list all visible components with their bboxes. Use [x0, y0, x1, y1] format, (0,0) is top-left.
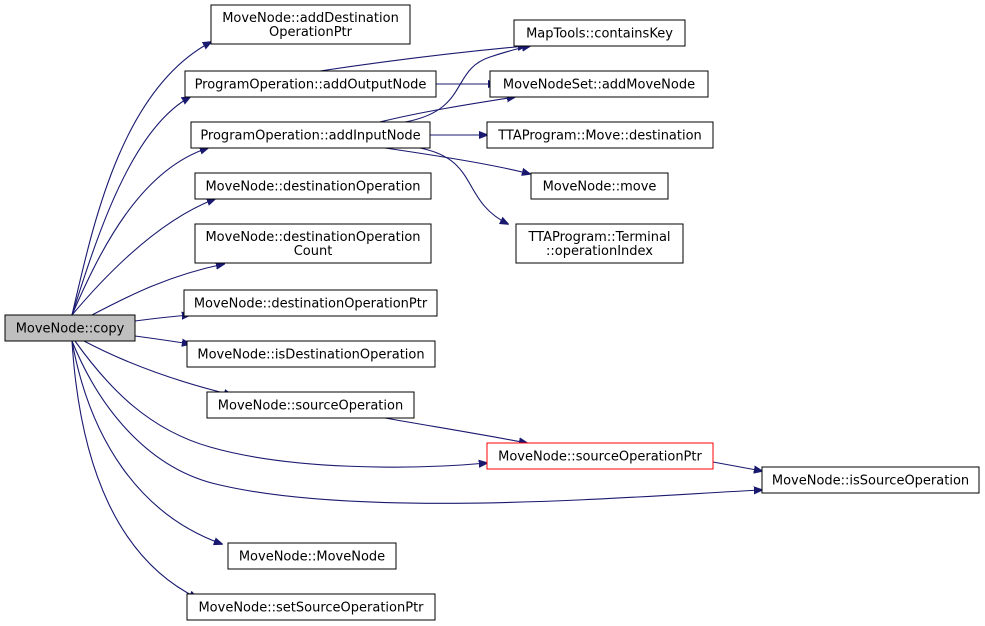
node-setSourceOperationPtr[interactable]: MoveNode::setSourceOperationPtr	[186, 593, 436, 621]
edge-addInputNode-to-containsKey	[404, 46, 530, 123]
node-label: Count	[294, 244, 333, 259]
node-box	[489, 70, 709, 98]
node-label: MapTools::containsKey	[526, 27, 673, 42]
edge-copy-to-moveNodeCtor	[71, 340, 222, 544]
node-destinationOperation[interactable]: MoveNode::destinationOperation	[194, 172, 432, 200]
edge-copy-to-addInputNode	[71, 148, 208, 316]
node-box	[530, 172, 669, 200]
edge-copy-to-destinationOperationPtr	[134, 315, 190, 322]
node-box	[515, 223, 684, 264]
node-box	[194, 223, 432, 264]
node-box	[210, 4, 411, 45]
node-label: MoveNode::sourceOperation	[218, 399, 403, 414]
node-isSourceOperation[interactable]: MoveNode::isSourceOperation	[761, 466, 980, 494]
edge-sourceOperationPtr-to-isSourceOperation	[712, 461, 762, 471]
node-label: MoveNode::move	[543, 180, 657, 195]
node-box	[486, 121, 714, 149]
node-operationIndex[interactable]: TTAProgram::Terminal::operationIndex	[515, 223, 684, 264]
node-label: MoveNode::destinationOperationPtr	[194, 297, 428, 312]
node-box	[183, 289, 438, 317]
node-label: OperationPtr	[269, 25, 353, 40]
edge-sourceOperation-to-sourceOperationPtr	[384, 417, 527, 443]
node-label: ProgramOperation::addOutputNode	[195, 78, 427, 93]
node-box	[486, 442, 714, 470]
edge-copy-to-isDestinationOperation	[134, 335, 190, 344]
node-box	[186, 340, 436, 368]
node-addMoveNode[interactable]: MoveNodeSet::addMoveNode	[489, 70, 709, 98]
edge-addInputNode-to-move	[384, 147, 530, 174]
node-label: TTAProgram::Terminal	[527, 230, 670, 245]
node-sourceOperation[interactable]: MoveNode::sourceOperation	[206, 391, 415, 419]
node-label: TTAProgram::Move::destination	[497, 129, 702, 144]
edge-addInputNode-to-addMoveNode	[379, 97, 515, 123]
node-copy[interactable]: MoveNode::copy	[4, 314, 136, 342]
node-sourceOperationPtr[interactable]: MoveNode::sourceOperationPtr	[486, 442, 714, 470]
nodes-layer: MoveNode::copy MoveNode::addDestinationOp…	[4, 4, 980, 621]
node-addOutputNode[interactable]: ProgramOperation::addOutputNode	[184, 70, 437, 98]
node-moveNodeCtor[interactable]: MoveNode::MoveNode	[227, 542, 397, 570]
node-box	[194, 172, 432, 200]
node-box	[4, 314, 136, 342]
node-containsKey[interactable]: MapTools::containsKey	[513, 19, 686, 47]
node-isDestinationOperation[interactable]: MoveNode::isDestinationOperation	[186, 340, 436, 368]
edge-addOutputNode-to-containsKey	[319, 46, 526, 72]
node-label: ProgramOperation::addInputNode	[200, 129, 420, 144]
node-addInputNode[interactable]: ProgramOperation::addInputNode	[190, 121, 431, 149]
edge-copy-to-destinationOperationCount	[91, 264, 224, 316]
node-label: MoveNodeSet::addMoveNode	[503, 78, 695, 93]
edge-copy-to-addOutputNode	[71, 97, 190, 316]
node-label: MoveNode::destinationOperation	[205, 180, 420, 195]
node-label: MoveNode::sourceOperationPtr	[498, 450, 702, 465]
node-label: MoveNode::MoveNode	[239, 550, 385, 565]
node-label: MoveNode::isSourceOperation	[772, 474, 969, 489]
edge-copy-to-sourceOperation	[83, 340, 232, 395]
node-box	[190, 121, 431, 149]
node-moveDestination[interactable]: TTAProgram::Move::destination	[486, 121, 714, 149]
node-label: MoveNode::addDestination	[222, 11, 399, 26]
node-box	[761, 466, 980, 494]
node-box	[186, 593, 436, 621]
node-label: MoveNode::destinationOperation	[205, 230, 420, 245]
node-box	[206, 391, 415, 419]
edge-addInputNode-to-operationIndex	[419, 147, 508, 224]
node-move[interactable]: MoveNode::move	[530, 172, 669, 200]
edge-copy-to-setSourceOperationPtr	[71, 340, 197, 598]
edge-copy-to-addDestinationOperationPtr	[71, 42, 211, 316]
edge-copy-to-sourceOperationPtr	[74, 340, 487, 467]
node-label: ::operationIndex	[546, 244, 653, 259]
node-label: MoveNode::copy	[16, 322, 125, 337]
node-box	[513, 19, 686, 47]
node-box	[184, 70, 437, 98]
edge-copy-to-isSourceOperation	[71, 340, 762, 504]
node-box	[227, 542, 397, 570]
node-destinationOperationPtr[interactable]: MoveNode::destinationOperationPtr	[183, 289, 438, 317]
node-label: MoveNode::setSourceOperationPtr	[198, 601, 424, 616]
edge-copy-to-destinationOperation	[71, 199, 215, 316]
node-label: MoveNode::isDestinationOperation	[197, 348, 424, 363]
